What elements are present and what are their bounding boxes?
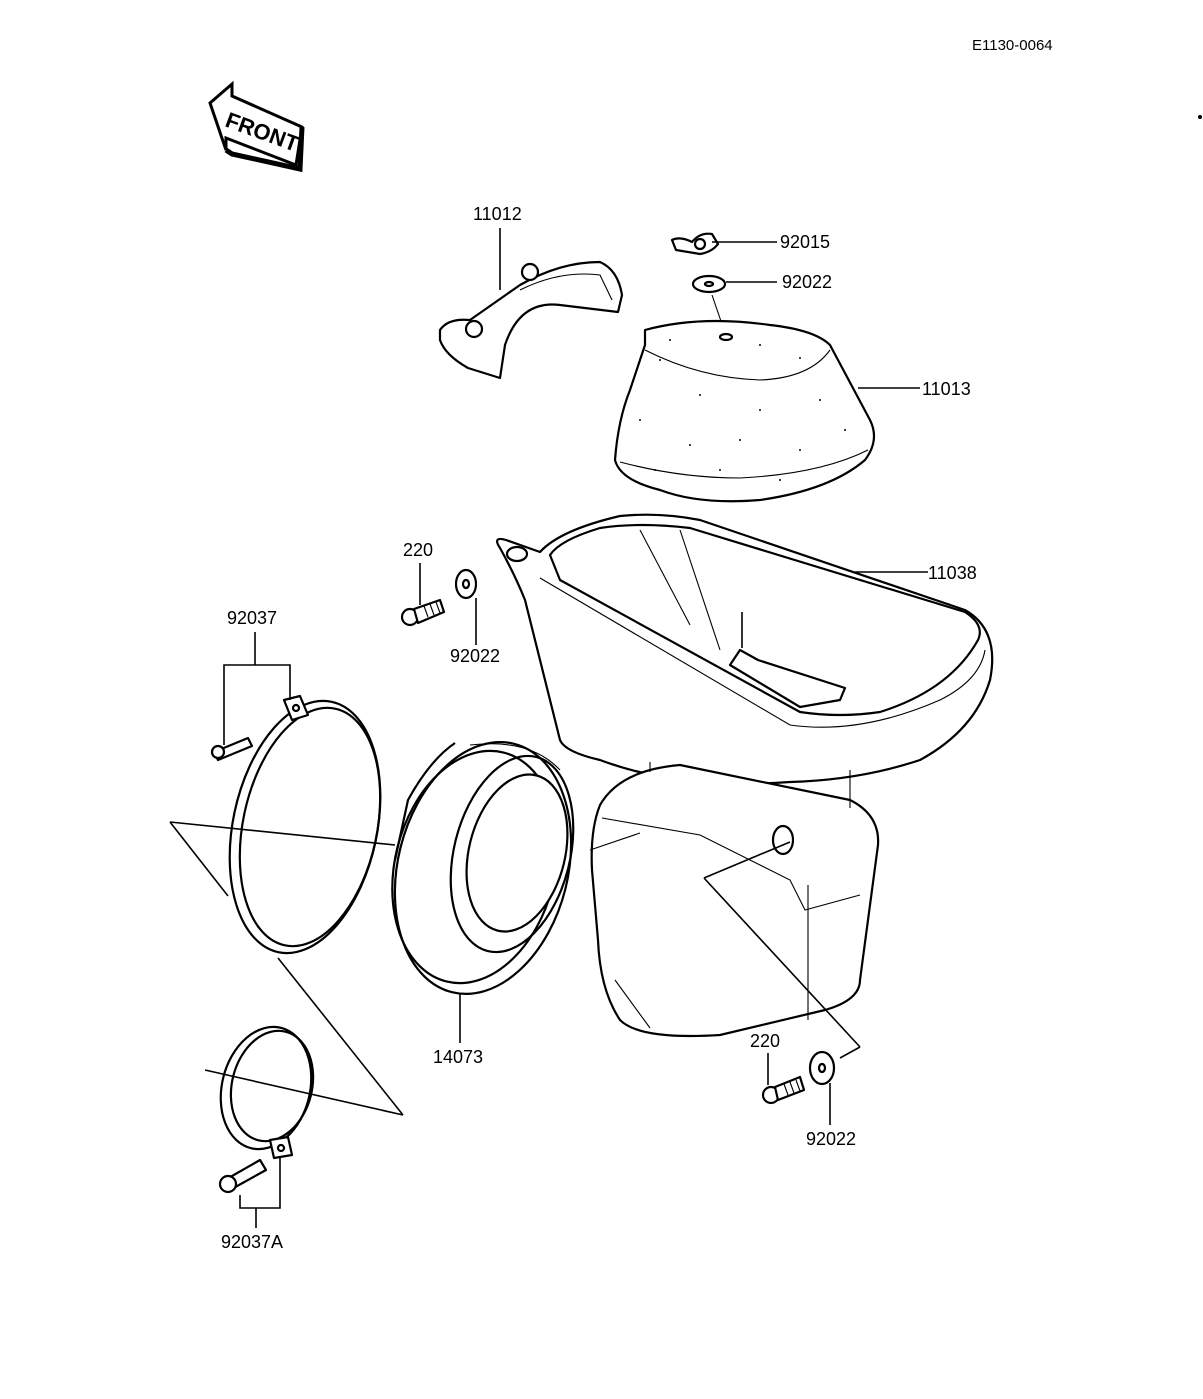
duct-14073: [391, 741, 575, 995]
clamp-92037: [210, 694, 382, 955]
assembly-guides: [169, 821, 861, 1116]
label-92022-top: 92022: [782, 272, 832, 292]
label-92022-left: 92022: [450, 646, 500, 666]
label-14073: 14073: [433, 1047, 483, 1067]
label-92037A: 92037A: [221, 1232, 283, 1252]
foam-element-11013: [613, 319, 876, 503]
label-11038: 11038: [928, 563, 977, 583]
label-11012: 11012: [473, 204, 522, 224]
label-220-right: 220: [750, 1031, 780, 1051]
bracket-11012: [438, 260, 624, 380]
wing-nut-92015: [670, 232, 720, 256]
leader-92037: [223, 664, 291, 745]
leader-92037A: [239, 1158, 281, 1209]
label-92022-right: 92022: [806, 1129, 856, 1149]
washer-92022-left: [454, 568, 478, 600]
label-92037: 92037: [227, 608, 277, 628]
air-box-11038: [496, 513, 994, 1038]
front-arrow-icon: FRONT: [208, 80, 305, 173]
clamp-92037A: [218, 1025, 315, 1194]
screw-220-left: [400, 598, 446, 627]
label-92015: 92015: [780, 232, 830, 252]
edge-mark: [1198, 115, 1202, 119]
label-220-left: 220: [403, 540, 433, 560]
washer-92022-right: [808, 1050, 836, 1086]
drawing-code: E1130-0064: [972, 37, 1053, 54]
label-11013: 11013: [922, 379, 971, 399]
washer-92022-top: [691, 274, 727, 294]
screw-220-right: [761, 1075, 806, 1105]
